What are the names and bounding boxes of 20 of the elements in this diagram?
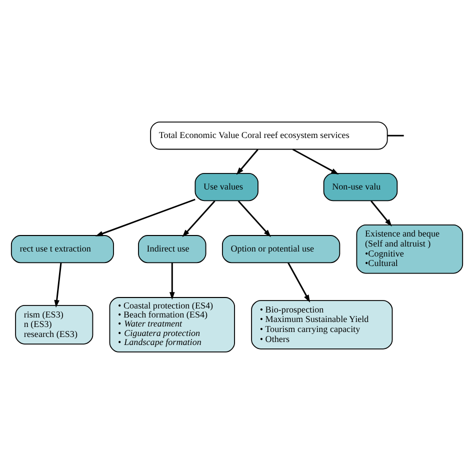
- node-box: Option or potential use: [222, 235, 340, 264]
- connector: [387, 134, 404, 136]
- arrow: [182, 200, 216, 238]
- node-box: Non-use valu: [323, 173, 398, 202]
- node-box: Existence and beque (Self and altruist ) •Cognitive •Cultural: [356, 224, 464, 274]
- node-box: Total Economic Value Coral reef ecosystem services: [150, 122, 388, 150]
- arrow: [95, 198, 196, 236]
- arrow: [54, 262, 62, 308]
- node-box: • Coastal protection (ES4) • Beach formation (ES4) • Water treatment • Ciguatera protection • Landscape formation: [109, 297, 235, 352]
- arrow: [288, 262, 310, 302]
- arrow: [238, 200, 271, 238]
- node-box: rect use t extraction: [10, 235, 114, 264]
- arrow: [169, 262, 175, 300]
- arrow: [370, 200, 392, 227]
- arrow: [236, 149, 258, 175]
- node-box: Indirect use: [138, 235, 206, 264]
- node-box: rism (ES3) n (ES3) research (ES3): [15, 305, 94, 344]
- arrow: [292, 148, 339, 174]
- node-box: Use values: [194, 173, 258, 202]
- node-box: • Bio-prospection • Maximum Sustainable Yield • Tourism carrying capacity • Others: [251, 300, 393, 350]
